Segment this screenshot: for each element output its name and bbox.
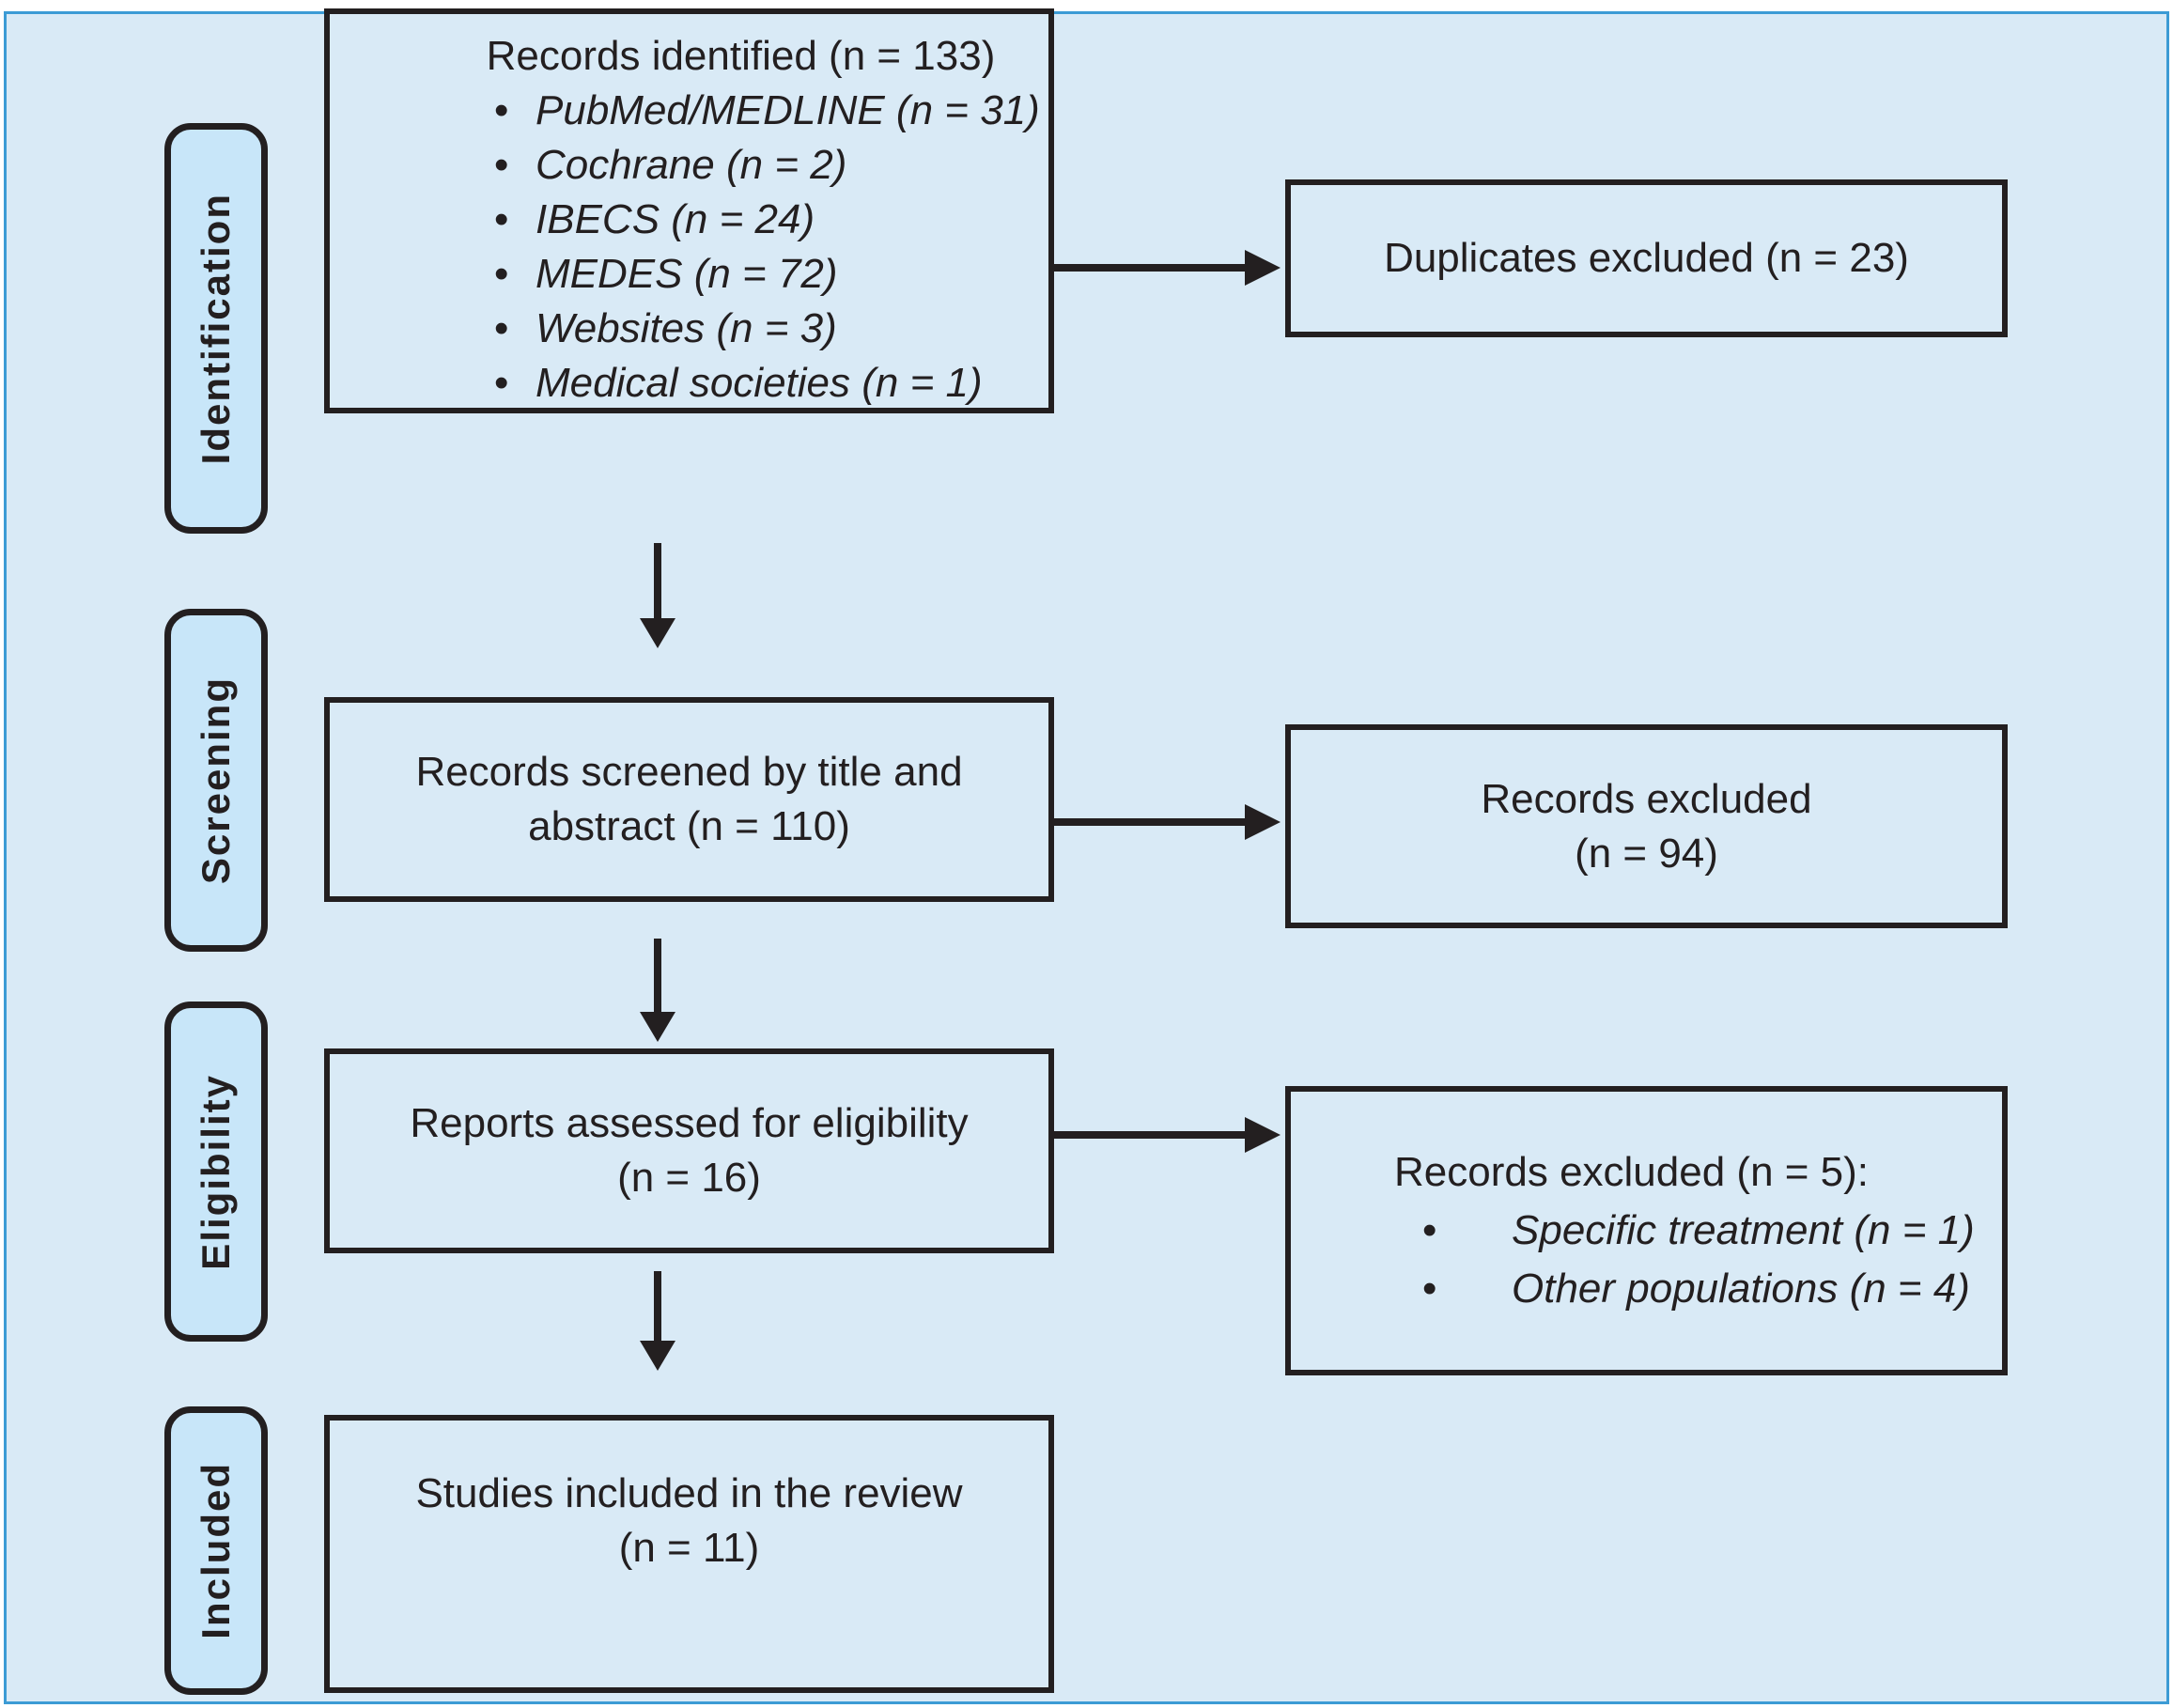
records-excluded-eligibility-title: Records excluded (n = 5): (1394, 1149, 1870, 1195)
list-item: Other populations (n = 4) (1422, 1260, 2002, 1318)
box-records-screened: Records screened by title and abstract (… (324, 697, 1054, 902)
source-websites: Websites (n = 3) (535, 305, 837, 351)
list-item: MEDES (n = 72) (494, 247, 1048, 302)
source-cochrane: Cochrane (n = 2) (535, 142, 847, 188)
stage-label-text: Eligibility (194, 1073, 238, 1270)
source-medes: MEDES (n = 72) (535, 251, 838, 297)
records-excluded-eligibility-content: Records excluded (n = 5): Specific treat… (1291, 1092, 2002, 1370)
box-records-excluded-eligibility: Records excluded (n = 5): Specific treat… (1285, 1086, 2008, 1375)
box-duplicates-excluded: Duplicates excluded (n = 23) (1285, 179, 2008, 337)
stage-label-identification: Identification (164, 123, 268, 534)
list-item: Specific treatment (n = 1) (1422, 1202, 2002, 1260)
records-excluded-line1: Records excluded (1481, 775, 1812, 822)
stage-label-eligibility: Eligibility (164, 1002, 268, 1342)
list-item: Cochrane (n = 2) (494, 138, 1048, 193)
list-item: IBECS (n = 24) (494, 193, 1048, 247)
studies-included-line2: (n = 11) (618, 1525, 760, 1571)
exclusion-other-populations: Other populations (n = 4) (1512, 1265, 1970, 1312)
source-medical-societies: Medical societies (n = 1) (535, 360, 983, 406)
records-screened-line1: Records screened by title and (415, 749, 963, 795)
duplicates-excluded-text: Duplicates excluded (n = 23) (1384, 235, 1909, 281)
reports-assessed-line2: (n = 16) (617, 1155, 761, 1201)
diagram-canvas: Identification Screening Eligibility Inc… (4, 8, 2169, 1704)
stage-label-text: Identification (194, 192, 238, 465)
source-pubmed: PubMed/MEDLINE (n = 31) (535, 87, 1040, 133)
records-identified-title: Records identified (n = 133) (486, 33, 996, 79)
box-studies-included: Studies included in the review (n = 11) (324, 1415, 1054, 1693)
source-ibecs: IBECS (n = 24) (535, 196, 815, 242)
stage-label-text: Included (194, 1462, 238, 1639)
exclusion-specific-treatment: Specific treatment (n = 1) (1512, 1207, 1975, 1253)
box-reports-assessed: Reports assessed for eligibility (n = 16… (324, 1048, 1054, 1253)
stage-label-included: Included (164, 1406, 268, 1695)
records-screened-line2: abstract (n = 110) (528, 803, 850, 849)
reports-assessed-line1: Reports assessed for eligibility (410, 1100, 969, 1146)
records-excluded-line2: (n = 94) (1575, 830, 1718, 877)
stage-label-text: Screening (194, 675, 238, 885)
stage-label-screening: Screening (164, 609, 268, 952)
list-item: Medical societies (n = 1) (494, 356, 1048, 411)
box-records-identified: Records identified (n = 133) PubMed/MEDL… (324, 8, 1054, 413)
box-records-excluded-screening: Records excluded (n = 94) (1285, 724, 2008, 928)
list-item: PubMed/MEDLINE (n = 31) (494, 84, 1048, 138)
list-item: Websites (n = 3) (494, 302, 1048, 356)
studies-included-line1: Studies included in the review (415, 1470, 963, 1516)
